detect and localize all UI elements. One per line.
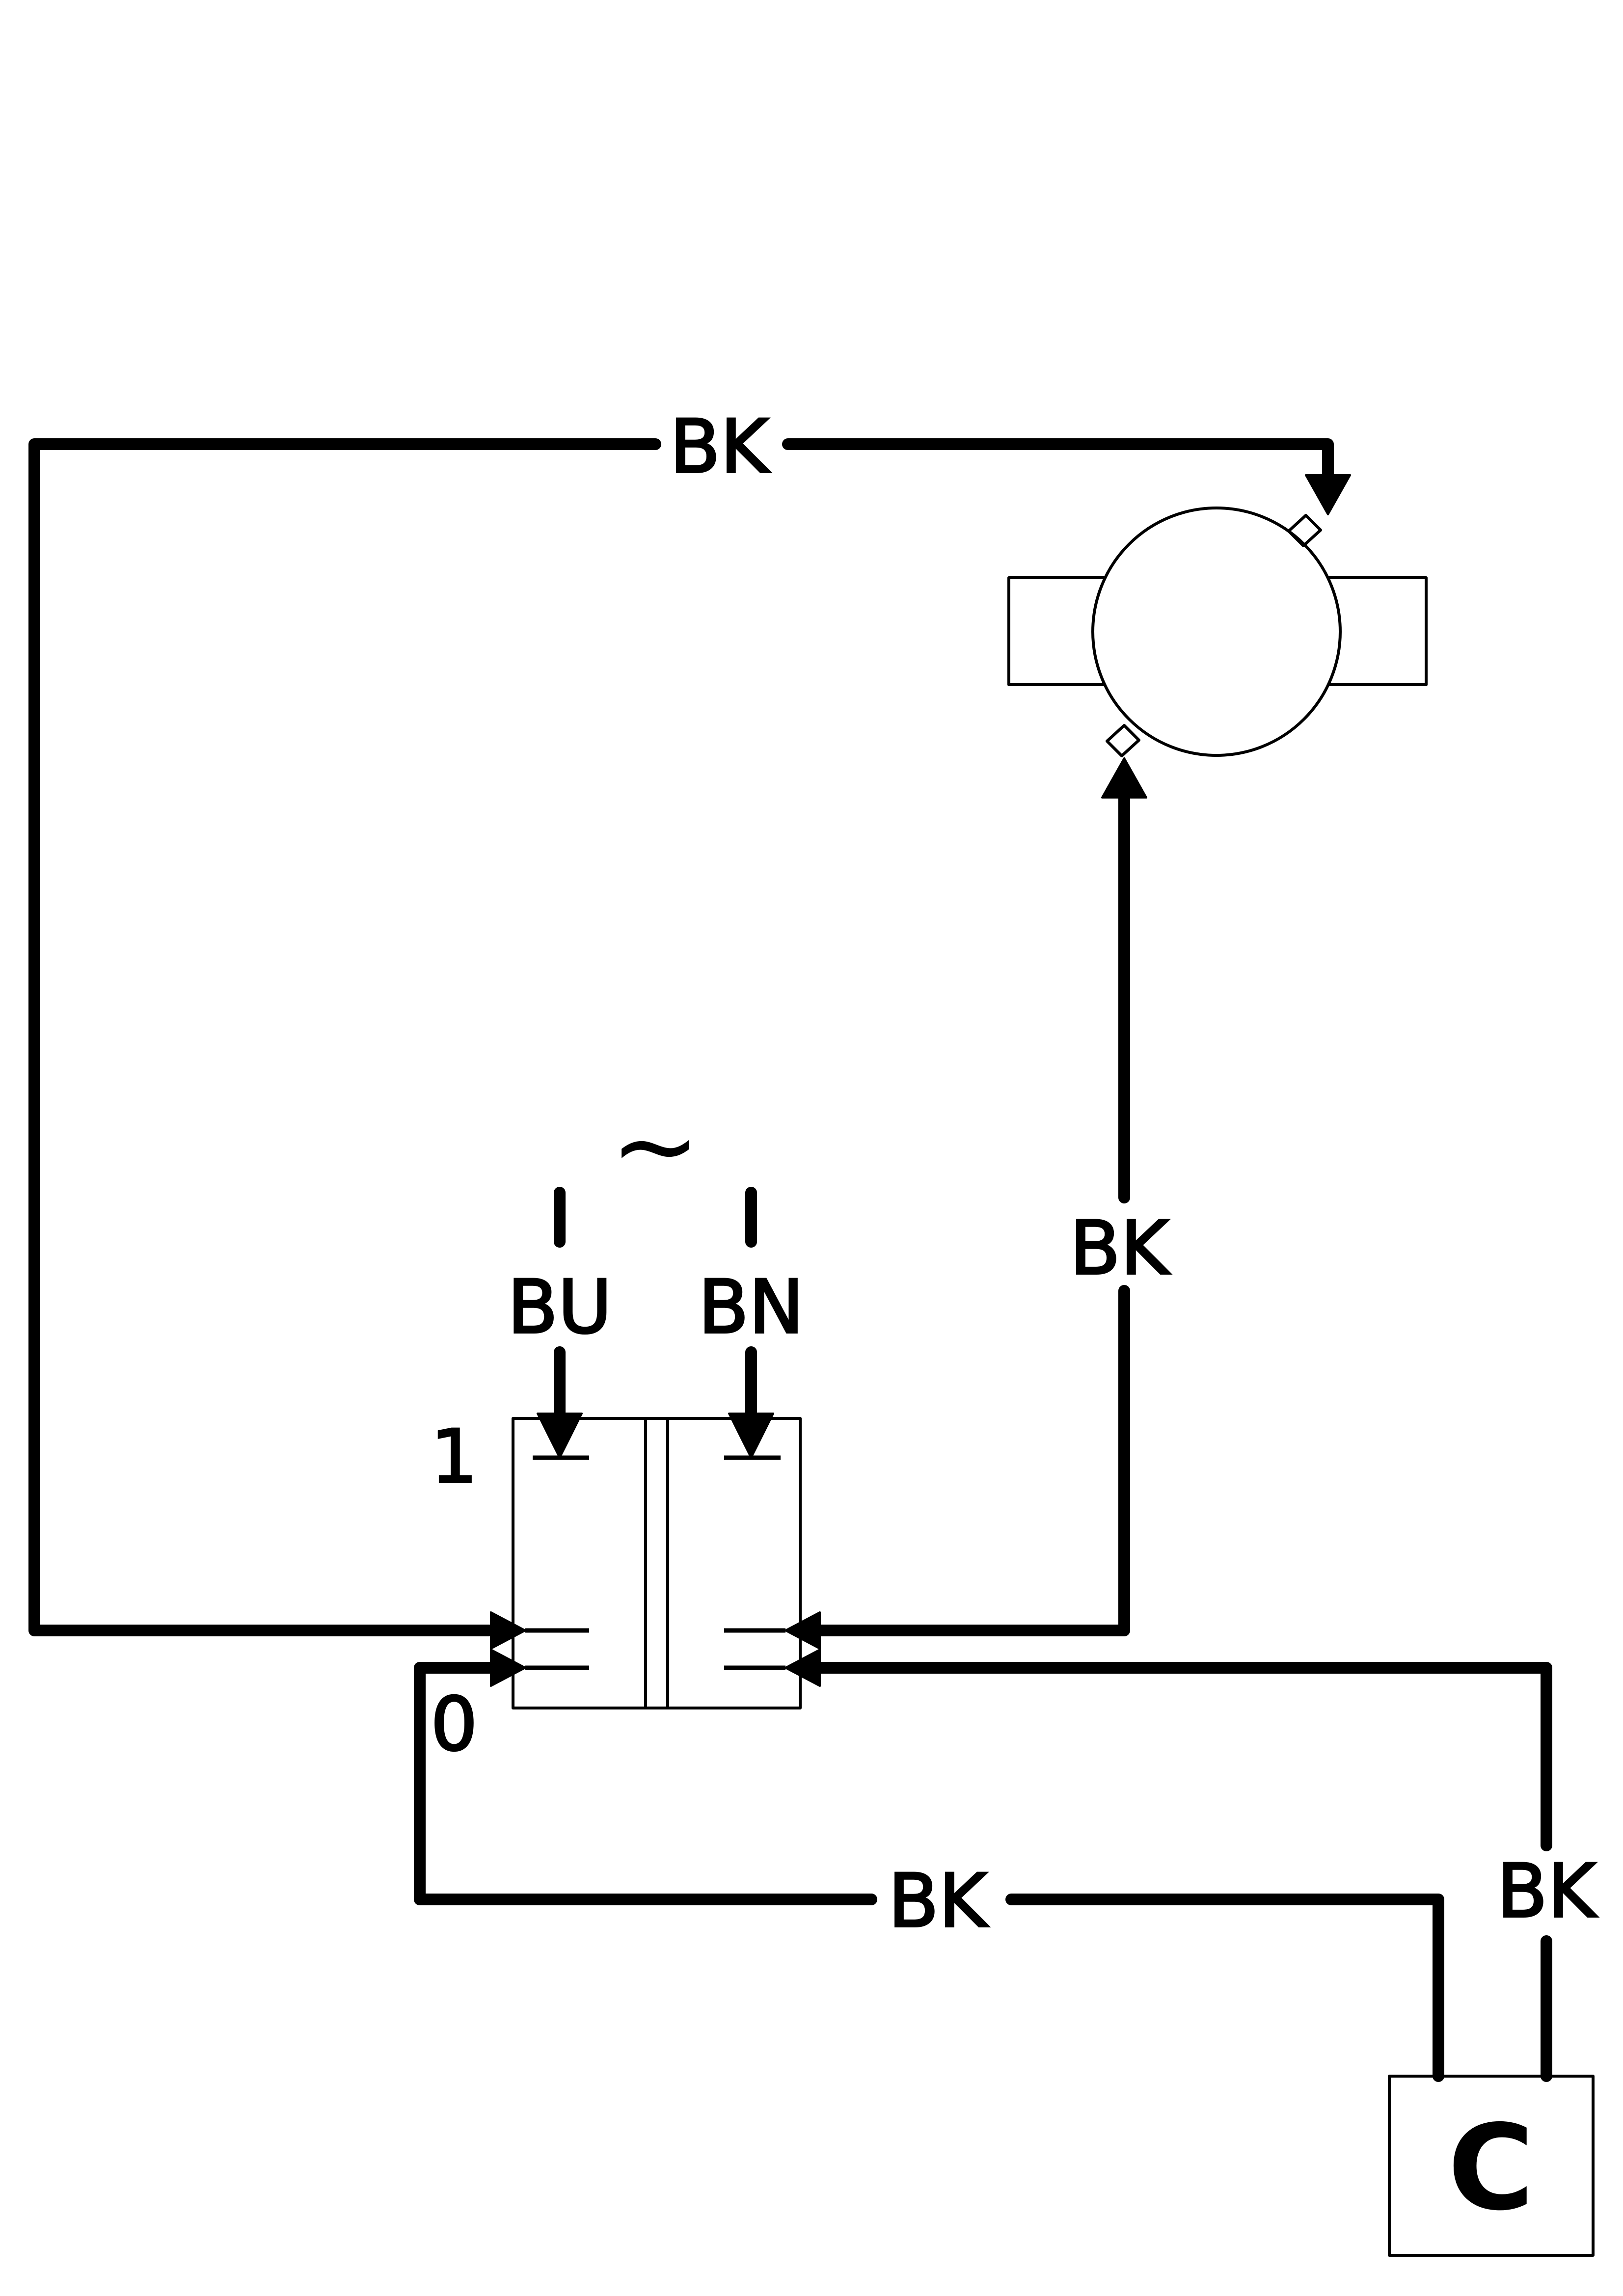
label-right-bk: BK [1070, 1206, 1170, 1291]
label-position-off: 0 [431, 1682, 477, 1767]
arrow-motor-top [1305, 474, 1351, 515]
label-position-on: 1 [431, 1415, 477, 1500]
arrow-supply-bn [728, 1413, 774, 1459]
component-c-label: C [1448, 2099, 1534, 2237]
label-supply-bu: BU [508, 1265, 612, 1350]
wire-top-bk [28, 438, 1334, 1636]
arrow-switch-right-lower [784, 1649, 821, 1687]
label-top-bk: BK [670, 404, 770, 490]
component-c-box [1388, 2075, 1595, 2257]
arrow-motor-bottom [1101, 757, 1147, 799]
arrow-switch-right-upper [784, 1611, 821, 1650]
wire-bottom-bk [414, 1662, 1444, 2082]
label-far-right-bk: BK [1497, 1849, 1597, 1934]
wire-far-right-bk [804, 1662, 1552, 2082]
motor-terminal-top [1287, 514, 1322, 547]
motor-terminal-bottom [1106, 724, 1140, 757]
arrow-supply-bu [537, 1413, 583, 1459]
switch [512, 1417, 802, 1709]
motor-component [1007, 507, 1428, 757]
arrow-switch-left-upper [490, 1611, 526, 1650]
switch-body [512, 1417, 802, 1709]
wire-right-bk [804, 792, 1130, 1636]
motor-body [1091, 507, 1342, 757]
component-c: C [1388, 2075, 1595, 2257]
arrow-switch-left-lower [490, 1649, 526, 1687]
ac-symbol: ~ [610, 1083, 701, 1208]
label-supply-bn: BN [698, 1265, 804, 1350]
label-bottom-bk: BK [888, 1859, 989, 1944]
